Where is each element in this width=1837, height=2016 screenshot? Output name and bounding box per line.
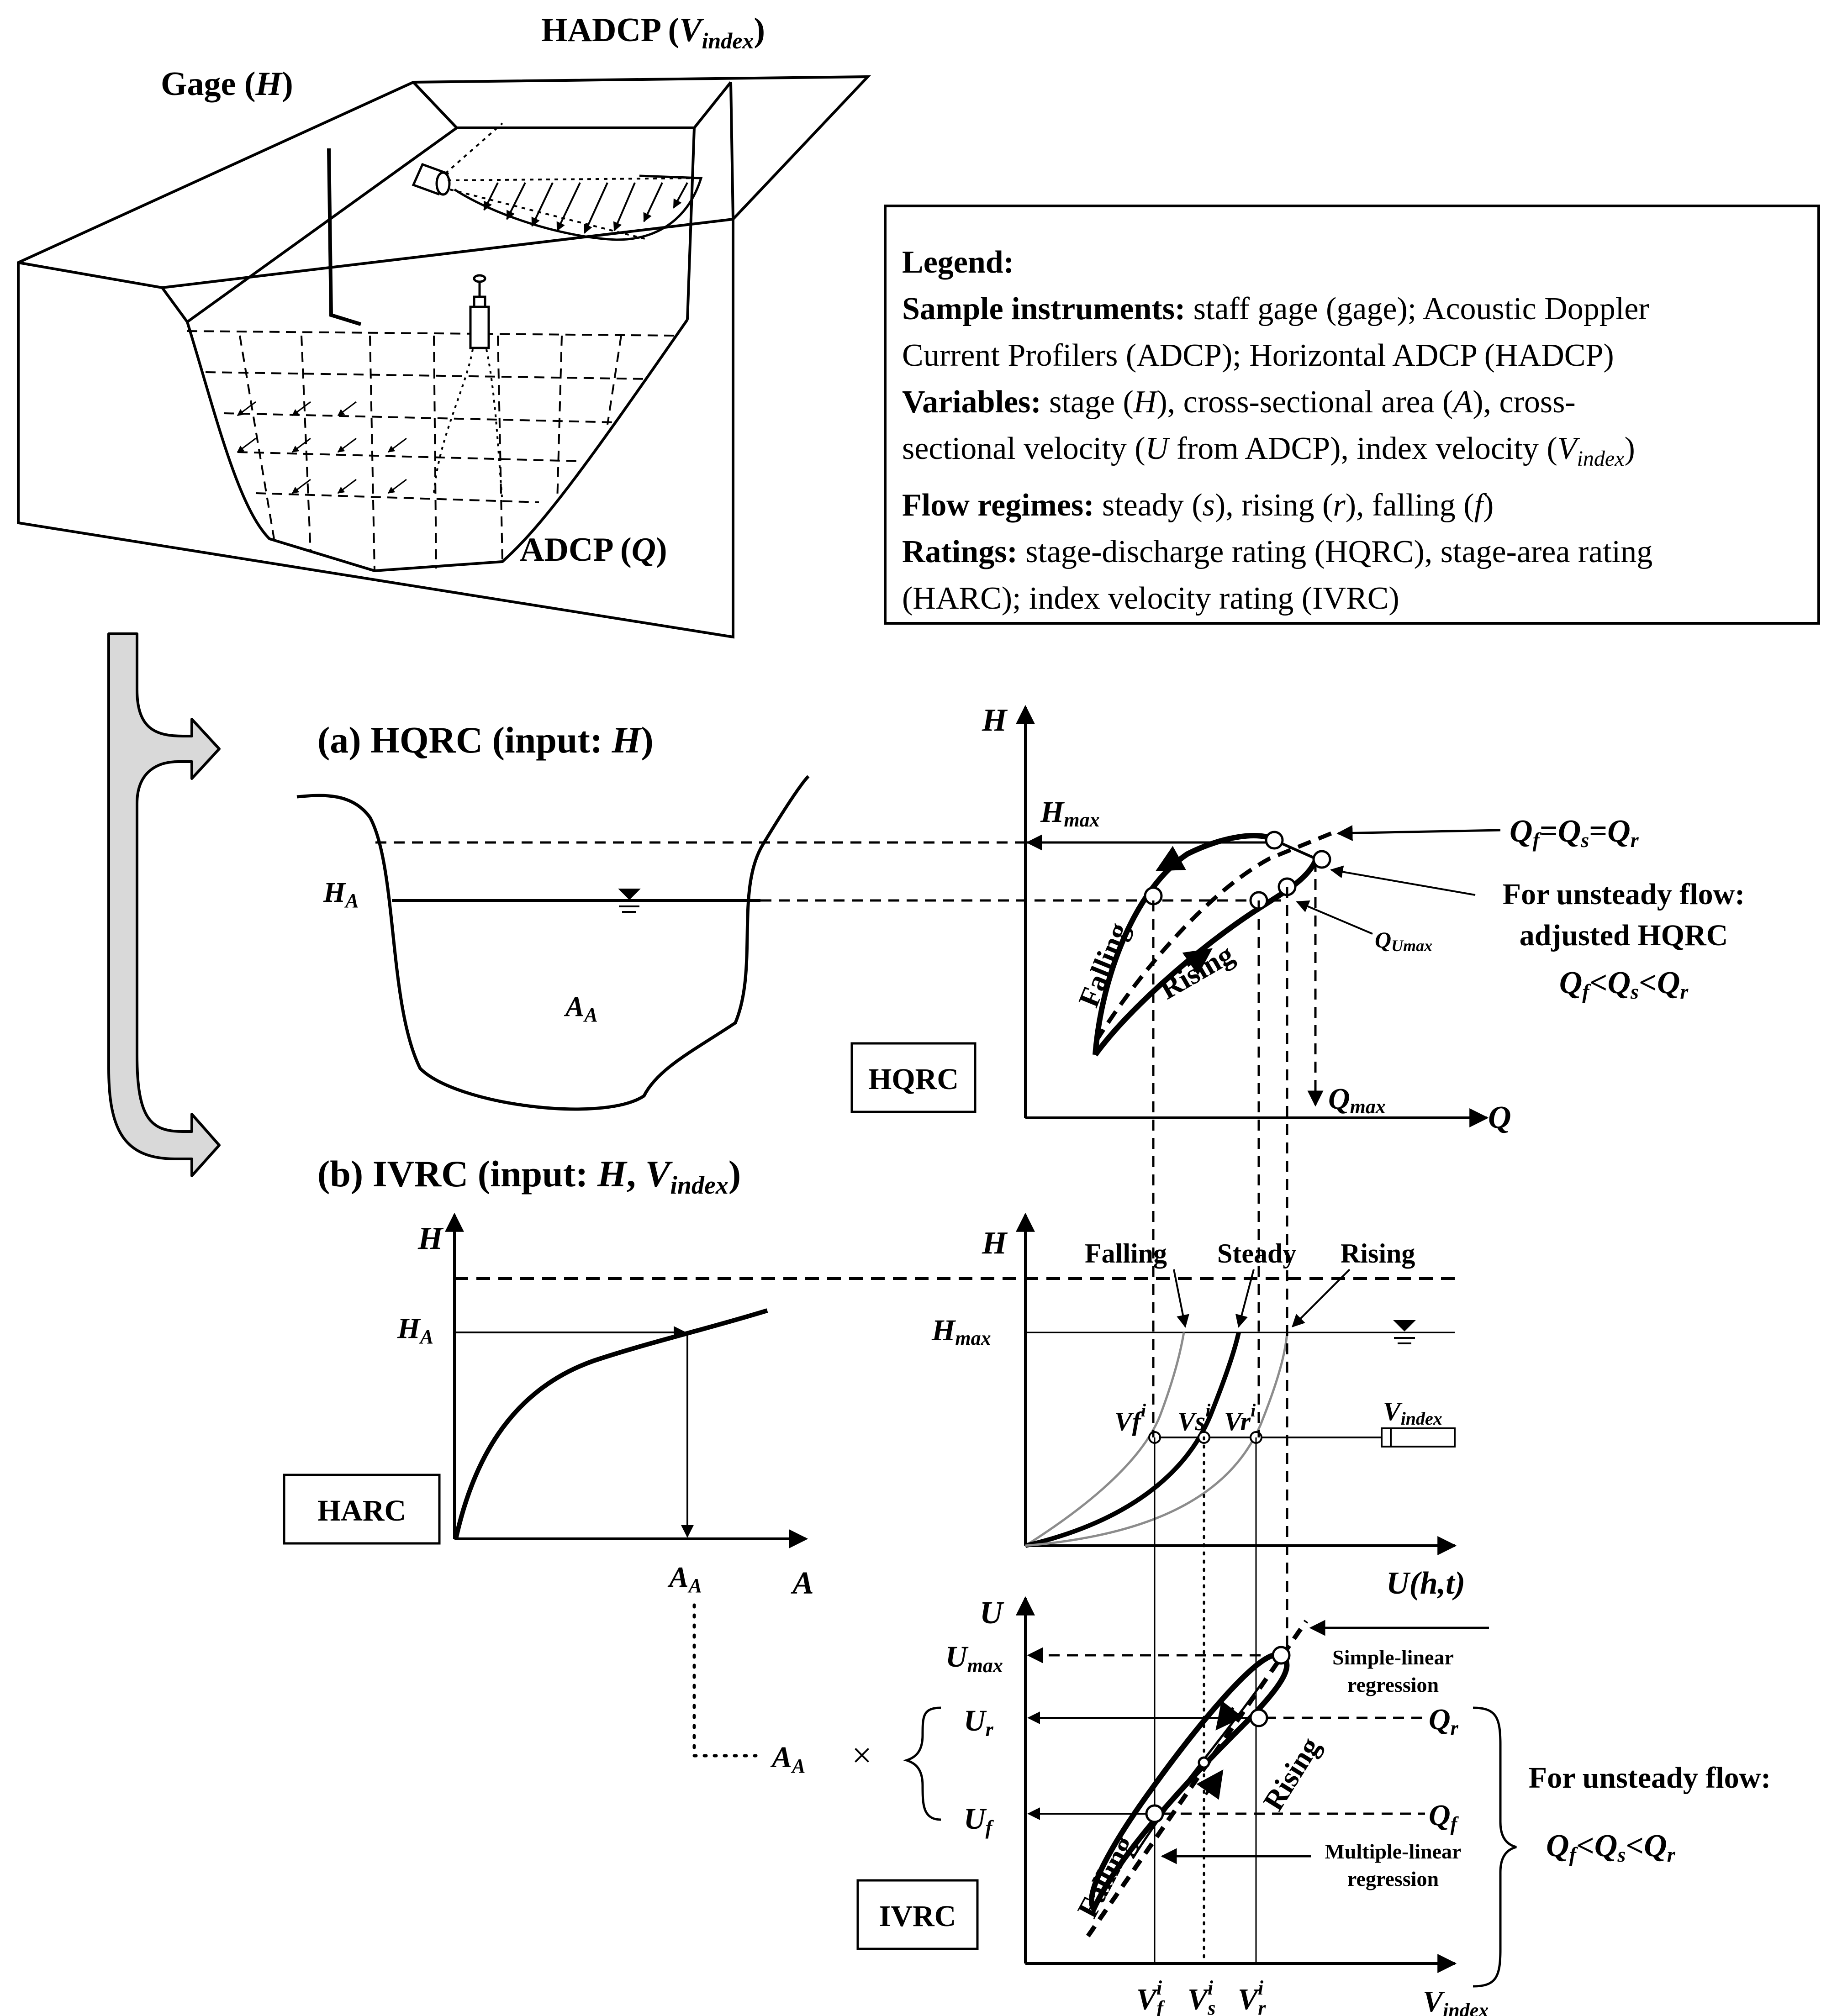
hadcp-label: HADCP (Vindex) (541, 11, 765, 53)
times-sign: × (852, 1735, 872, 1775)
ivrc-Ur: Ur (964, 1704, 994, 1741)
unsteady-pointer (1330, 865, 1476, 896)
hqrc-eq: Qf=Qs=Qr (1510, 814, 1639, 852)
ivrc-loop-arrows (1196, 1700, 1243, 1800)
ivrc-AAx: AA (770, 1741, 805, 1777)
aa-dotted-link (692, 1603, 758, 1758)
ivrc-Qr: Qr (1429, 1703, 1459, 1739)
harc-axes (445, 1212, 808, 1548)
legend-regimes: Flow regimes: steady (s), rising (r), fa… (902, 488, 1494, 523)
ivrc-axis-U: U (980, 1595, 1004, 1631)
flow-arrow (107, 632, 221, 1177)
ivrc-unsteady-label: For unsteady flow: (1529, 1761, 1771, 1795)
hqrc-axis-Q: Q (1488, 1100, 1511, 1135)
uht-Vindex: Vindex (1383, 1396, 1442, 1429)
hqrc-box-label: HQRC (868, 1063, 959, 1096)
uht-axis-H: H (982, 1226, 1008, 1261)
channel-block (17, 75, 871, 639)
legend-title: Legend: (902, 245, 1014, 280)
hqrc-Hmax: Hmax (1040, 795, 1100, 831)
legend-ratings-1: Ratings: stage-discharge rating (HQRC), … (902, 534, 1653, 569)
ivrc-box-label: IVRC (879, 1900, 956, 1933)
ivrc-Umax: Umax (945, 1640, 1003, 1677)
uht-label-pointers (1173, 1269, 1351, 1328)
hqrc-Qmax: Qmax (1328, 1082, 1386, 1118)
uht-axes (1016, 1212, 1457, 1555)
harc-curve (454, 1308, 768, 1540)
hqrc-unsteady-2: adjusted HQRC (1520, 919, 1728, 952)
hqrc-unsteady-1: For unsteady flow: (1503, 878, 1745, 911)
uht-rising-label: Rising (1341, 1238, 1415, 1269)
adcp-sensor (469, 274, 490, 349)
hqrc-box (850, 1042, 977, 1113)
harc-box (283, 1474, 441, 1545)
harc-AA: AA (667, 1561, 702, 1597)
legend-instruments-2: Current Profilers (ADCP); Horizontal ADC… (902, 338, 1614, 373)
legend-variables-1: Variables: stage (H), cross-sectional ar… (902, 384, 1576, 420)
q-brace (1473, 1706, 1517, 1988)
ivrc-box (856, 1879, 979, 1950)
u-brace (903, 1706, 941, 1821)
uht-axis-label: U(h,t) (1386, 1566, 1465, 1601)
ivrc-rising-label: Rising (1257, 1732, 1327, 1816)
vindex-probe (1381, 1427, 1456, 1448)
legend-variables-2: sectional velocity (U from ADCP), index … (902, 431, 1635, 471)
gage-label: Gage (H) (161, 65, 293, 103)
uht-Vr: Vri (1224, 1400, 1256, 1436)
harc-HA: HA (397, 1312, 433, 1348)
ivrc-Qf: Qf (1429, 1799, 1459, 1835)
velocity-arrows (237, 401, 407, 494)
uht-Vf: Vfi (1114, 1400, 1146, 1436)
uht-falling-label: Falling (1085, 1238, 1167, 1269)
ivrc-multi-2: regression (1347, 1867, 1439, 1890)
ivrc-axes (1016, 1596, 1457, 1973)
adcp-beams (433, 349, 503, 503)
ivrc-points (1145, 1646, 1291, 1823)
harc-axis-A: A (791, 1566, 814, 1601)
hadcp-hatch (483, 182, 688, 234)
legend-box: Legend: Sample instruments: staff gage (… (884, 205, 1820, 625)
hadcp-sensor (412, 163, 451, 196)
vertical-links (1152, 887, 1288, 1662)
panel-a-title: (a) HQRC (input: H) (317, 719, 654, 761)
hadcp-beam (444, 122, 703, 241)
qumax-pointer (1296, 900, 1373, 935)
ivrc-simple-2: regression (1347, 1673, 1439, 1696)
harc-box-label: HARC (317, 1494, 406, 1527)
hqrc-loop-arrows (1155, 846, 1213, 975)
hqrc-unsteady-eq: Qf<Qs<Qr (1559, 965, 1689, 1003)
channel-grid (187, 330, 676, 571)
ivrc-Uf: Uf (964, 1802, 994, 1839)
hqrc-QUmax: QUmax (1375, 927, 1432, 955)
uht-Hmax: Hmax (931, 1314, 991, 1349)
uht-steady-label: Steady (1217, 1238, 1296, 1269)
panel-a-cross-section (296, 775, 810, 1111)
ivrc-axis-Vindex: Vindex (1423, 1985, 1489, 2016)
uht-Vs: Vsi (1177, 1400, 1210, 1436)
ivrc-unsteady-eq: Qf<Qs<Qr (1546, 1828, 1676, 1866)
ivrc-falling-label: Falling (1071, 1831, 1141, 1923)
panel-a-HA: HA (323, 877, 359, 912)
legend-instruments-1: Sample instruments: staff gage (gage); A… (902, 291, 1649, 326)
hqrc-axis-H: H (982, 703, 1008, 738)
harc-axis-H: H (417, 1221, 444, 1256)
eq-pointer (1336, 825, 1501, 841)
hqrc-axes (1016, 705, 1489, 1127)
ivrc-simple-1: Simple-linear (1332, 1646, 1454, 1669)
water-level-symbol (618, 889, 641, 913)
ivrc-multi-1: Multiple-linear (1325, 1840, 1462, 1863)
panel-a-AA: AA (564, 991, 598, 1026)
adcp-label: ADCP (Q) (520, 531, 667, 568)
hqrc-points (1144, 831, 1331, 910)
gage-staff (327, 148, 362, 326)
legend-ratings-2: (HARC); index velocity rating (IVRC) (902, 581, 1399, 616)
panel-b-title: (b) IVRC (input: H, Vindex) (317, 1153, 741, 1200)
uht-water-symbol (1393, 1320, 1416, 1344)
